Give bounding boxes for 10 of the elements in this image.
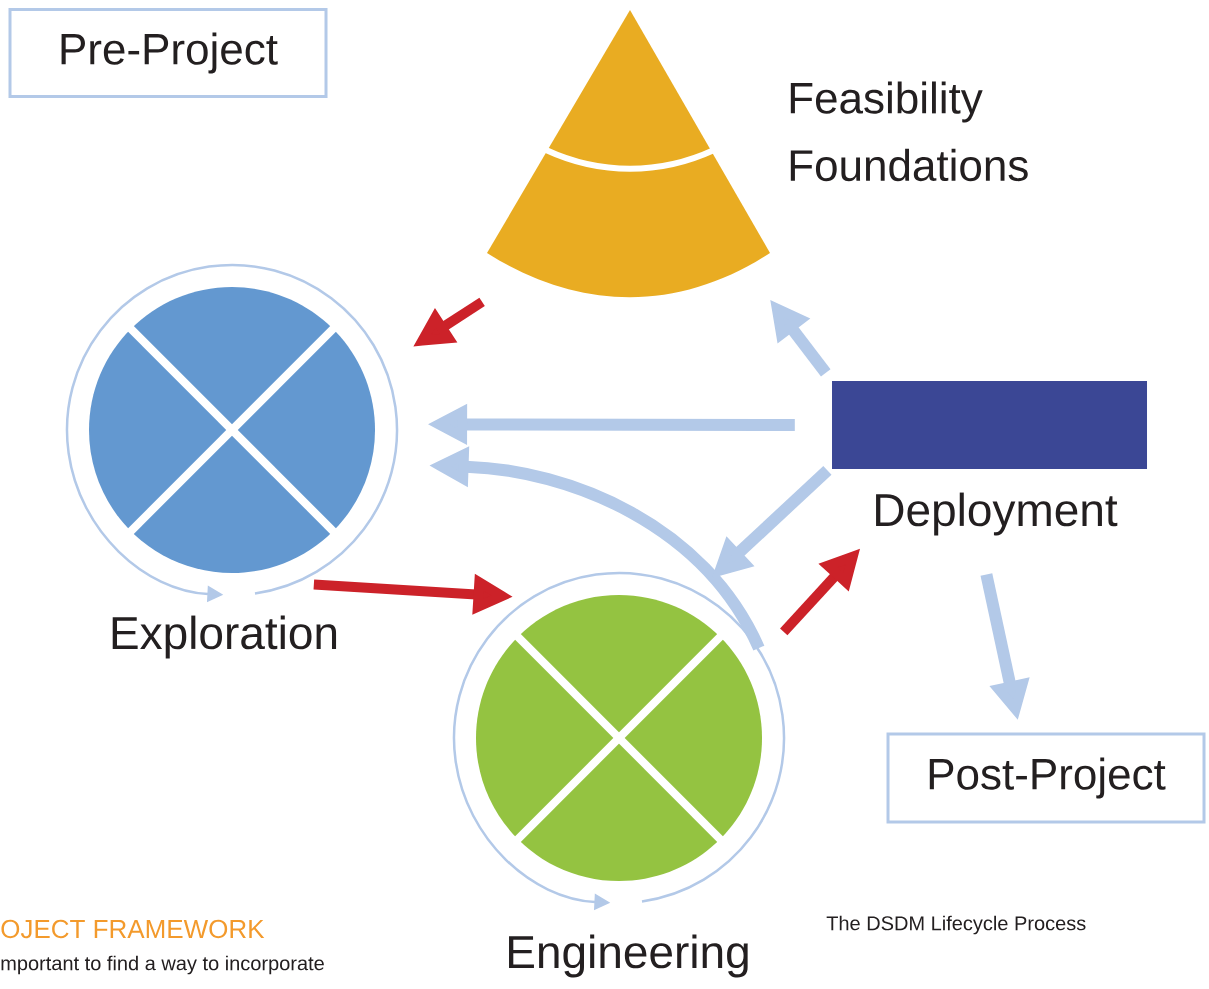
phase-label: Exploration bbox=[112, 615, 337, 659]
note-text: mportant to find a way to incorporate bbox=[1, 955, 324, 975]
caption: The DSDM Lifecycle Process bbox=[826, 915, 1086, 935]
phase-label: Engineering bbox=[509, 934, 748, 978]
stage-box: Post-Project bbox=[886, 732, 1206, 824]
stage-label: Foundations bbox=[790, 148, 1028, 182]
stage-box: Pre-Project bbox=[8, 8, 328, 98]
stage-label: Deployment bbox=[876, 492, 1118, 536]
stage-label: Feasibility bbox=[790, 81, 983, 123]
note-text: OJECT FRAMEWORK bbox=[1, 919, 265, 939]
